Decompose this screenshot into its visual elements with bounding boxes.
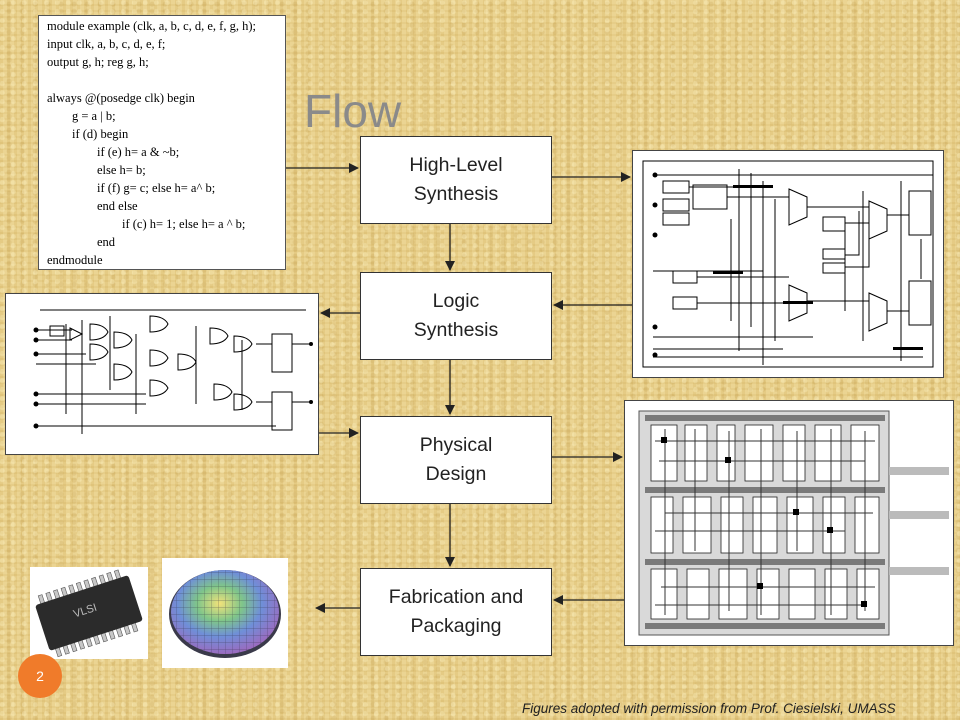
rtl-schematic-panel <box>632 150 944 378</box>
code-line: if (d) begin <box>47 127 129 141</box>
verilog-code-panel: module example (clk, a, b, c, d, e, f, g… <box>38 15 286 270</box>
step-high-level-synthesis: High-Level Synthesis <box>360 136 552 224</box>
wafer-drawing <box>169 570 281 658</box>
code-line: if (f) g= c; else h= a^ b; <box>47 181 216 195</box>
physical-layout-drawing <box>638 410 949 636</box>
gate-level-schematic-panel <box>5 293 319 455</box>
code-line: else h= b; <box>47 163 146 177</box>
code-line: if (c) h= 1; else h= a ^ b; <box>47 217 246 231</box>
page-number-badge: 2 <box>18 654 62 698</box>
code-line: g = a | b; <box>47 109 116 123</box>
code-line: always @(posedge clk) begin <box>47 91 195 105</box>
code-line: module example (clk, a, b, c, d, e, f, g… <box>47 19 256 33</box>
code-line: end else <box>47 199 138 213</box>
gate-level-schematic-drawing <box>33 309 313 434</box>
code-line: if (e) h= a & ~b; <box>47 145 180 159</box>
slide-title: Flow <box>304 85 402 137</box>
step-logic-synthesis: Logic Synthesis <box>360 272 552 360</box>
step-fabrication-packaging: Fabrication and Packaging <box>360 568 552 656</box>
physical-layout-panel <box>624 400 954 646</box>
code-line: input clk, a, b, c, d, e, f; <box>47 37 166 51</box>
code-line: endmodule <box>47 253 103 267</box>
step-physical-design: Physical Design <box>360 416 552 504</box>
packaged-chip-image: VLSI <box>30 567 148 659</box>
rtl-schematic-drawing <box>642 160 934 368</box>
chip-drawing: VLSI <box>35 569 143 658</box>
code-line: end <box>47 235 116 249</box>
figure-credit: Figures adopted with permission from Pro… <box>522 701 896 716</box>
code-line: output g, h; reg g, h; <box>47 55 149 69</box>
silicon-wafer-image <box>162 558 288 668</box>
